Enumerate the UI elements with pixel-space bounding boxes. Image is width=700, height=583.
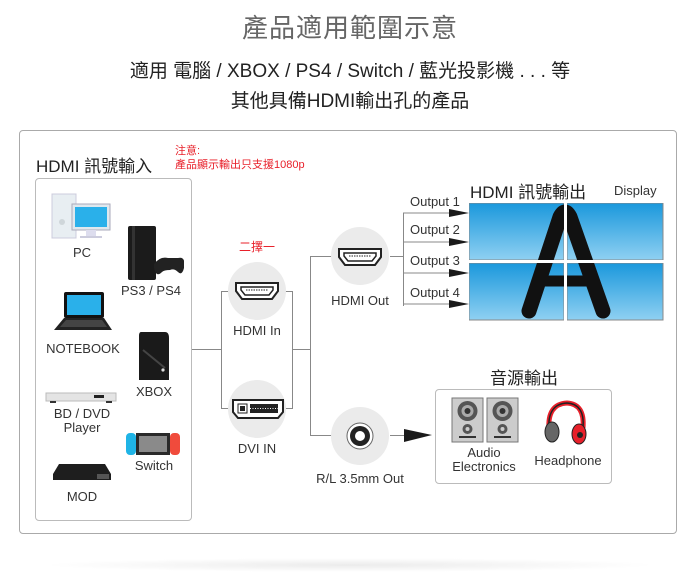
hdmi-out-label: HDMI Out <box>331 293 389 308</box>
page-title: 產品適用範圍示意 <box>241 13 458 43</box>
arrow-right-icon <box>404 429 432 442</box>
note-heading: 注意: <box>175 145 201 157</box>
subtitle-line1: 適用 電腦 / XBOX / PS4 / Switch / 藍光投影機 . . … <box>129 61 571 82</box>
hdmi-port-icon <box>338 248 382 266</box>
connector-line <box>221 291 229 292</box>
audio-jack-icon <box>346 422 374 450</box>
connector-line <box>221 408 229 409</box>
input-section-title: HDMI 訊號輸入 <box>36 157 153 176</box>
bd-player-icon <box>45 392 117 403</box>
device-label-pc: PC <box>72 245 92 260</box>
connector-line <box>285 408 293 409</box>
output-label-1: Output 1 <box>410 194 460 209</box>
resolution-note: 注意: 產品顯示輸出只支援1080p <box>175 144 305 172</box>
audio-label-line2: Electronics <box>452 459 516 474</box>
arrow-right-icon <box>449 300 469 308</box>
hdmi-in-label: HDMI In <box>233 323 281 338</box>
output-arrows <box>403 209 469 308</box>
hdmi-port-icon <box>235 282 279 300</box>
audio-out-label: R/L 3.5mm Out <box>316 471 404 486</box>
dvi-in-label: DVI IN <box>237 441 277 456</box>
diagram-frame <box>19 130 677 534</box>
device-label-mod: MOD <box>66 489 98 504</box>
output-label-2: Output 2 <box>410 222 460 237</box>
device-label-xbox: XBOX <box>135 384 173 399</box>
connector-line <box>403 213 404 306</box>
connector-line <box>310 256 332 257</box>
headphone-label: Headphone <box>534 453 602 468</box>
bd-label-line2: Player <box>63 420 101 435</box>
output-label-4: Output 4 <box>410 285 460 300</box>
output-section-title: HDMI 訊號輸出 <box>470 183 587 202</box>
audio-electronics-label: Audio Electronics <box>446 446 522 474</box>
output-label-3: Output 3 <box>410 253 460 268</box>
subtitle-line2: 其他具備HDMI輸出孔的產品 <box>230 91 470 112</box>
connector-line <box>221 291 222 409</box>
audio-section-title: 音源輸出 <box>490 369 558 388</box>
connector-line <box>285 291 293 292</box>
switch-icon <box>126 433 180 455</box>
arrow-right-icon <box>449 238 469 246</box>
audio-label-line1: Audio <box>467 445 501 460</box>
device-label-ps: PS3 / PS4 <box>121 283 181 298</box>
device-label-bd: BD / DVD Player <box>42 407 122 435</box>
connector-line <box>192 349 222 350</box>
pc-icon <box>51 193 111 239</box>
audio-devices-box <box>435 389 612 484</box>
display-label: Display <box>614 183 657 198</box>
connector-line <box>292 349 311 350</box>
connector-line <box>390 256 404 257</box>
connector-line <box>390 435 406 436</box>
notebook-icon <box>54 292 112 330</box>
device-label-notebook: NOTEBOOK <box>46 341 120 356</box>
bottom-shadow <box>40 558 660 572</box>
input-devices-box <box>35 178 192 521</box>
connector-line <box>310 256 311 436</box>
dvi-port-icon <box>232 399 284 419</box>
connector-line <box>310 435 332 436</box>
headphone-icon <box>544 400 587 445</box>
arrow-right-icon <box>449 269 469 277</box>
device-label-switch: Switch <box>134 458 174 473</box>
speaker-icon <box>451 397 519 443</box>
playstation-icon <box>128 226 184 280</box>
mod-box-icon <box>53 464 111 480</box>
video-wall-display <box>469 203 664 321</box>
connector-line <box>292 291 293 409</box>
arrow-right-icon <box>449 209 469 217</box>
note-text: 產品顯示輸出只支援1080p <box>175 159 305 171</box>
xbox-icon <box>139 332 169 380</box>
bd-label-line1: BD / DVD <box>53 406 111 421</box>
select-one-note: 二擇一 <box>239 240 276 254</box>
